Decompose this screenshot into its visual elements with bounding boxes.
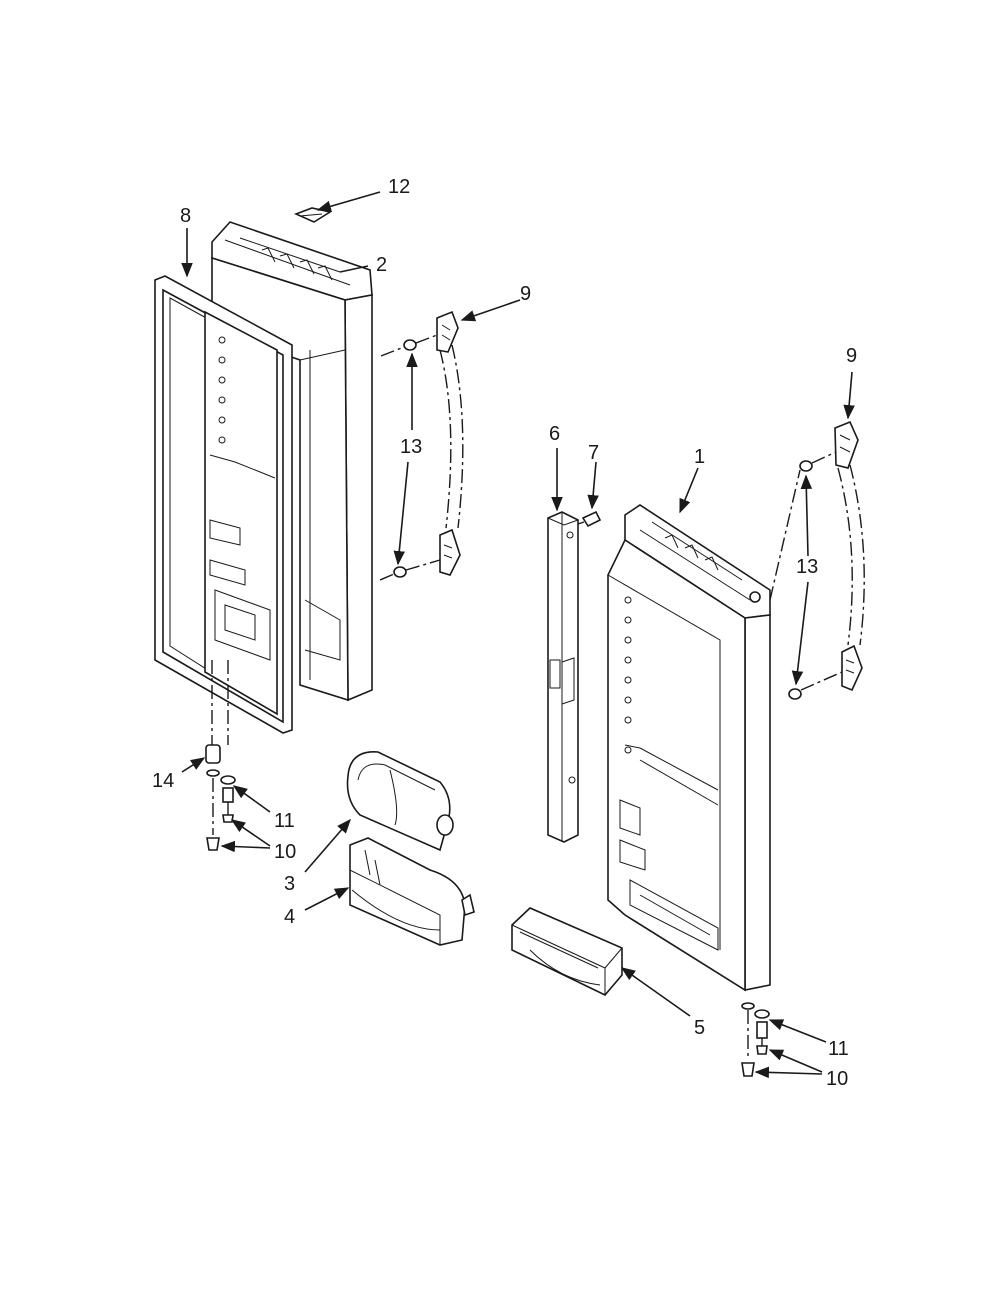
right-handle-part-9	[769, 420, 865, 700]
door-bin-part-5	[511, 907, 623, 996]
callout-6: 6	[549, 423, 560, 445]
callout-8: 8	[180, 205, 191, 227]
center-mullion-part-6	[547, 511, 579, 843]
left-door-part-2	[211, 221, 373, 702]
callout-13-left: 13	[400, 436, 422, 458]
callout-10-right: 10	[826, 1068, 848, 1090]
callout-9-right: 9	[846, 345, 857, 367]
callout-9-left: 9	[520, 283, 531, 305]
callout-10-left: 10	[274, 841, 296, 863]
left-hinge-hardware	[205, 660, 236, 851]
right-door-part-1	[607, 504, 771, 992]
callout-12: 12	[388, 176, 410, 198]
callout-1: 1	[694, 446, 705, 468]
door-bin-part-3-4	[346, 751, 475, 946]
leader-lines	[181, 191, 855, 1079]
callout-5: 5	[694, 1017, 705, 1039]
callout-2: 2	[376, 254, 387, 276]
callout-14: 14	[152, 770, 174, 792]
callout-4: 4	[284, 906, 295, 928]
callout-3: 3	[284, 873, 295, 895]
screw-part-7	[577, 510, 602, 528]
left-gasket-part-8	[154, 275, 293, 734]
left-handle-part-9	[379, 310, 464, 581]
top-cap-part-12	[293, 207, 333, 223]
right-hinge-hardware	[741, 1002, 770, 1077]
callout-13-right: 13	[796, 556, 818, 578]
callout-labels: 12 8 2 9 13 9 6 7 1 13 14 11 10 3 4 5 11…	[152, 176, 857, 1090]
callout-7: 7	[588, 442, 599, 464]
callout-11-left: 11	[274, 810, 295, 832]
callout-11-right: 11	[828, 1038, 849, 1060]
